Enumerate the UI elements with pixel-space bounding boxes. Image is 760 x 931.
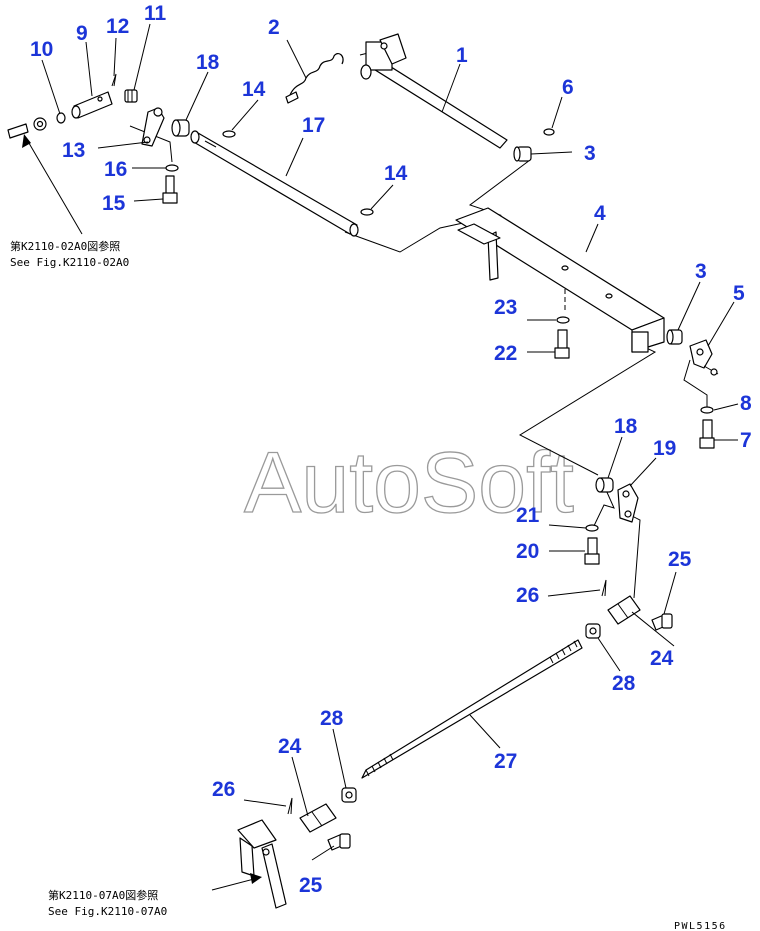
- callout-8: 8: [740, 392, 752, 415]
- part-16-washer: [165, 164, 179, 172]
- part-21-washer: [585, 524, 599, 532]
- part-14-key-a: [222, 130, 236, 138]
- part-14-key-b: [360, 208, 374, 216]
- part-1-shaft: [360, 33, 508, 149]
- callout-13: 13: [62, 139, 85, 162]
- callout-15: 15: [102, 192, 126, 215]
- part-27-threaded-rod: [361, 639, 583, 779]
- callout-22: 22: [494, 342, 517, 365]
- callout-14-right: 14: [384, 162, 408, 185]
- callout-20: 20: [516, 540, 539, 563]
- callout-23: 23: [494, 296, 517, 319]
- part-11-nut: [124, 89, 138, 103]
- part-26-cotter-pin-upper: [601, 579, 607, 597]
- callout-25-upper: 25: [668, 548, 692, 571]
- callout-6: 6: [562, 76, 574, 99]
- callout-25-lower: 25: [299, 874, 323, 897]
- part-10-washer: [56, 112, 66, 124]
- reference-note-2-jp: 第K2110-07A0図参照: [48, 888, 158, 902]
- callout-21: 21: [516, 504, 540, 527]
- callout-28-upper: 28: [612, 672, 636, 695]
- part-24-clevis-lower: [299, 803, 337, 833]
- callout-1: 1: [456, 44, 468, 67]
- reference-arrow-1: [22, 134, 83, 235]
- part-20-bolt: [584, 537, 600, 565]
- part-22-bolt: [554, 329, 570, 359]
- part-24-clevis-upper: [607, 595, 641, 625]
- pedal-lever: [237, 819, 287, 909]
- drawing-code: PWL5156: [674, 921, 727, 931]
- part-26-cotter-pin-lower: [287, 797, 293, 815]
- part-7-bolt: [699, 419, 715, 449]
- reference-note-2-en: See Fig.K2110-07A0: [48, 905, 167, 918]
- callout-24-upper: 24: [650, 647, 674, 670]
- part-9-clevis: [71, 91, 113, 119]
- callout-26-lower: 26: [212, 778, 235, 801]
- part-23-washer: [556, 316, 570, 324]
- callout-17: 17: [302, 114, 325, 137]
- callout-2: 2: [268, 16, 280, 39]
- part-25-pin-lower: [327, 833, 351, 851]
- reference-note-1-en: See Fig.K2110-02A0: [10, 256, 129, 269]
- part-3-bushing-right: [666, 329, 683, 345]
- part-28-nut-upper: [585, 623, 601, 639]
- callout-9: 9: [76, 22, 88, 45]
- reference-arrow-2: [211, 873, 262, 891]
- part-15-bolt: [162, 175, 178, 204]
- callout-28-lower: 28: [320, 707, 344, 730]
- callout-26-upper: 26: [516, 584, 539, 607]
- part-25-pin-upper: [651, 613, 673, 631]
- watermark: AutoSoft: [244, 435, 574, 531]
- callout-18-top: 18: [196, 51, 220, 74]
- callout-16: 16: [104, 158, 127, 181]
- callout-24-lower: 24: [278, 735, 302, 758]
- part-5-clamp-lever: [689, 339, 719, 376]
- callout-11: 11: [144, 2, 167, 25]
- part-3-bushing-top: [513, 146, 532, 162]
- callout-4: 4: [594, 202, 606, 225]
- part-8-washer: [700, 406, 714, 414]
- part-6-pin: [543, 128, 555, 136]
- part-19-lever: [617, 483, 639, 523]
- part-18-bushing-lower: [595, 477, 614, 493]
- callout-7: 7: [740, 429, 752, 452]
- callout-3-top: 3: [584, 142, 596, 165]
- callout-5: 5: [733, 282, 745, 305]
- callout-19: 19: [653, 437, 676, 460]
- callout-3-right: 3: [695, 260, 707, 283]
- part-17-shaft: [190, 130, 359, 237]
- leader-lines: [41, 23, 739, 861]
- callout-10: 10: [30, 38, 53, 61]
- part-28-nut-lower: [341, 787, 357, 803]
- part-12-cotter-pin: [111, 73, 117, 87]
- callout-14-left: 14: [242, 78, 266, 101]
- callout-27: 27: [494, 750, 517, 773]
- part-18-bushing-top: [171, 119, 190, 137]
- reference-note-1-jp: 第K2110-02A0図参照: [10, 239, 120, 253]
- callout-12: 12: [106, 15, 129, 38]
- part-13-lever: [141, 107, 165, 147]
- part-2-spring: [285, 52, 344, 104]
- rod-end-left: [7, 117, 47, 139]
- callout-18-lower: 18: [614, 415, 638, 438]
- part-4-bracket-plate: [455, 207, 665, 353]
